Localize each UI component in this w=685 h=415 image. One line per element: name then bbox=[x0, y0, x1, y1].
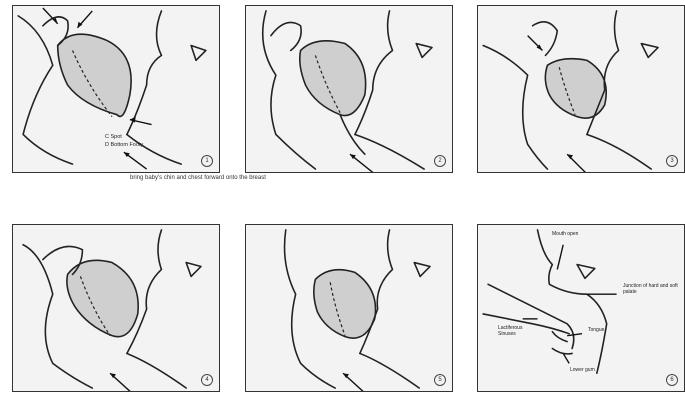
latch-step-2-illustration bbox=[246, 6, 452, 172]
panel-number: 1 bbox=[201, 155, 213, 167]
mother-thumb bbox=[43, 246, 83, 274]
baby-eye bbox=[414, 263, 430, 277]
latch-step-5-illustration bbox=[246, 225, 452, 391]
breast-shape bbox=[67, 260, 138, 336]
panel-3: 3 bbox=[477, 5, 685, 173]
panel-2: 2 bbox=[245, 5, 453, 173]
panel-number: 3 bbox=[666, 155, 678, 167]
label-d-bottom: D Bottom Footy bbox=[105, 142, 143, 148]
lower-gum-line bbox=[552, 349, 572, 354]
mother-thumb bbox=[271, 22, 301, 50]
panel-1: C Spot D Bottom Footy 1 bbox=[12, 5, 220, 173]
panel-4: 4 bbox=[12, 224, 220, 392]
breast-shape bbox=[300, 41, 366, 116]
panel-6: Mouth open Junction of hard and soft pal… bbox=[477, 224, 685, 392]
label-lactiferous-sinuses: Lactiferous Sinuses bbox=[498, 325, 538, 337]
panel-number: 6 bbox=[666, 374, 678, 386]
baby-chin bbox=[587, 134, 651, 169]
panel-number: 4 bbox=[201, 374, 213, 386]
baby-eye bbox=[416, 44, 432, 58]
baby-chin bbox=[127, 353, 186, 388]
baby-chin bbox=[360, 353, 419, 388]
baby-eye bbox=[641, 44, 658, 58]
mother-arm bbox=[483, 46, 547, 170]
baby-face bbox=[127, 11, 162, 135]
panel-5: 5 bbox=[245, 224, 453, 392]
baby-eye bbox=[191, 46, 206, 61]
label-palate-junction: Junction of hard and soft palate bbox=[623, 283, 678, 295]
baby-profile bbox=[538, 230, 607, 373]
baby-eye bbox=[577, 265, 595, 279]
label-tongue: Tongue bbox=[588, 327, 604, 333]
label-lower-gum: Lower gum bbox=[570, 367, 595, 373]
baby-eye bbox=[186, 263, 201, 277]
panel-number: 5 bbox=[434, 374, 446, 386]
instruction-caption: bring baby's chin and chest forward onto… bbox=[130, 175, 266, 181]
label-mouth-open: Mouth open bbox=[552, 231, 578, 237]
breast-shape bbox=[314, 270, 376, 338]
baby-chin bbox=[355, 134, 424, 169]
label-c-spot: C Spot bbox=[105, 134, 122, 140]
mother-thumb bbox=[533, 22, 558, 56]
latch-step-3-illustration bbox=[478, 6, 684, 172]
latch-step-4-illustration bbox=[13, 225, 219, 391]
breast-shape bbox=[58, 34, 131, 116]
tongue-line bbox=[552, 332, 567, 342]
panel-number: 2 bbox=[434, 155, 446, 167]
